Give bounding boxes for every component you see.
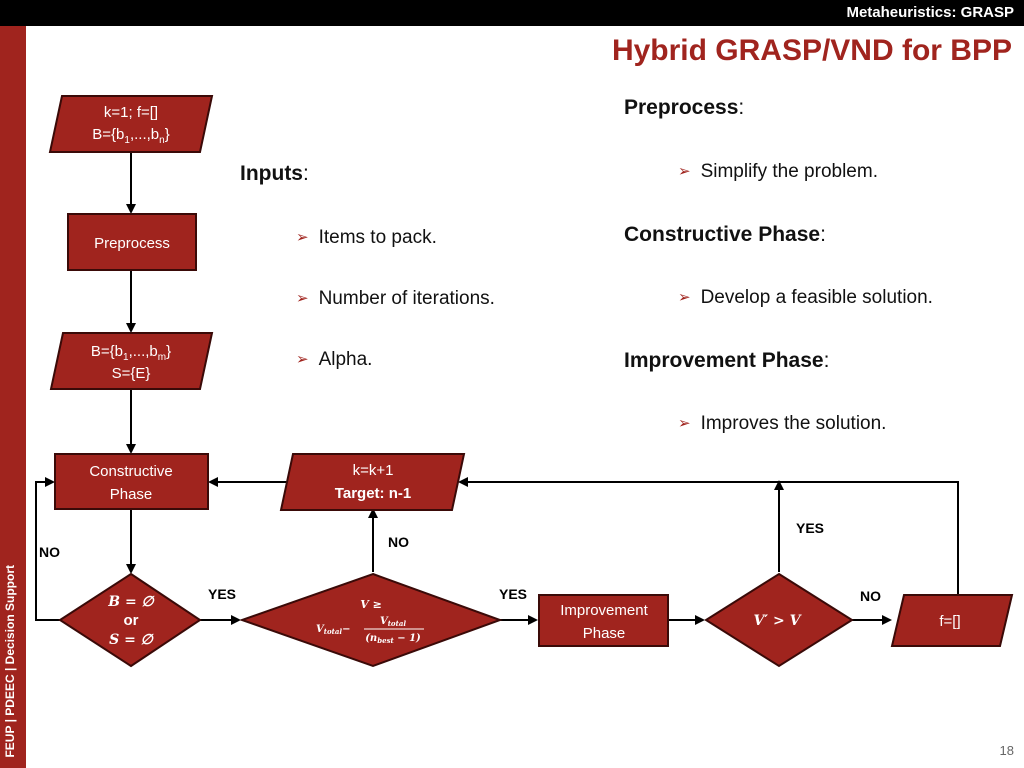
edge-emptycheck-no: [35, 477, 60, 621]
bullet-arrow-icon: ➢: [678, 163, 691, 180]
node-empty-check: [58, 572, 202, 668]
constructive-line1: Constructive: [89, 463, 172, 480]
edge-label-no-compare: NO: [860, 588, 881, 604]
inputs-heading: Inputs:: [240, 162, 309, 185]
bound-check-numerator: Vtotal: [380, 616, 406, 628]
node-bound-check: [238, 572, 503, 668]
empty-check-line2: S = ∅: [109, 632, 155, 648]
node-compare-check: [704, 572, 854, 668]
slide-title: Hybrid GRASP/VND for BPP: [611, 34, 1012, 67]
improvement-line1: Improvement: [560, 602, 648, 619]
inputs-bullet-2: ➢Number of iterations.: [296, 288, 495, 309]
node-improvement: [538, 594, 669, 647]
edge-label-yes-boundcheck: YES: [499, 586, 527, 602]
bullet-arrow-icon: ➢: [296, 229, 309, 246]
node-reset: [890, 594, 1014, 647]
bound-check-denominator: (nbest − 1): [365, 633, 421, 645]
node-init: [48, 95, 214, 153]
node-preprocess: [67, 213, 197, 271]
bound-check-lhs: Vtotal−: [316, 624, 351, 636]
node-reduced: [49, 332, 214, 390]
empty-check-line1: B = ∅: [107, 594, 155, 610]
init-line1: k=1; f=[]: [104, 104, 158, 121]
inputs-bullet-1: ➢Items to pack.: [296, 227, 437, 248]
empty-check-or: or: [124, 612, 139, 629]
sidebar: FEUP | PDEEC | Decision Support: [0, 26, 26, 768]
header-bar: Metaheuristics: GRASP: [0, 0, 1024, 26]
preprocess-bullet: ➢Simplify the problem.: [678, 161, 878, 182]
page-number: 18: [999, 743, 1014, 758]
edge-reset-to-update: [458, 477, 959, 594]
inputs-bullet-3: ➢Alpha.: [296, 349, 373, 370]
update-line1: k=k+1: [353, 462, 394, 479]
improvement-line2: Phase: [583, 625, 626, 642]
bullet-arrow-icon: ➢: [678, 415, 691, 432]
compare-check-label: V′ > V: [754, 613, 803, 629]
node-constructive: [54, 453, 209, 510]
course-title: Metaheuristics: GRASP: [846, 4, 1014, 21]
constructive-heading: Constructive Phase:: [624, 223, 826, 246]
init-line2: B={b1,...,bn}: [92, 126, 169, 146]
bound-check-line1: V ≥: [360, 598, 382, 611]
preprocess-heading: Preprocess:: [624, 96, 745, 119]
bullet-arrow-icon: ➢: [296, 351, 309, 368]
improvement-bullet: ➢Improves the solution.: [678, 413, 887, 434]
bullet-arrow-icon: ➢: [296, 290, 309, 307]
node-update: [279, 453, 466, 511]
improvement-heading: Improvement Phase:: [624, 349, 830, 372]
edge-label-yes-emptycheck: YES: [208, 586, 236, 602]
edge-label-no-emptycheck: NO: [39, 544, 60, 560]
constructive-bullet: ➢Develop a feasible solution.: [678, 287, 933, 308]
constructive-line2: Phase: [110, 486, 153, 503]
preprocess-label: Preprocess: [94, 235, 170, 252]
update-line2: Target: n-1: [335, 485, 411, 502]
edge-label-no-boundcheck: NO: [388, 534, 409, 550]
bullet-arrow-icon: ➢: [678, 289, 691, 306]
reduced-line1: B={b1,...,bm}: [91, 343, 171, 363]
reset-label: f=[]: [939, 613, 960, 630]
edge-label-yes-compare: YES: [796, 520, 824, 536]
reduced-line2: S={E}: [112, 365, 151, 382]
